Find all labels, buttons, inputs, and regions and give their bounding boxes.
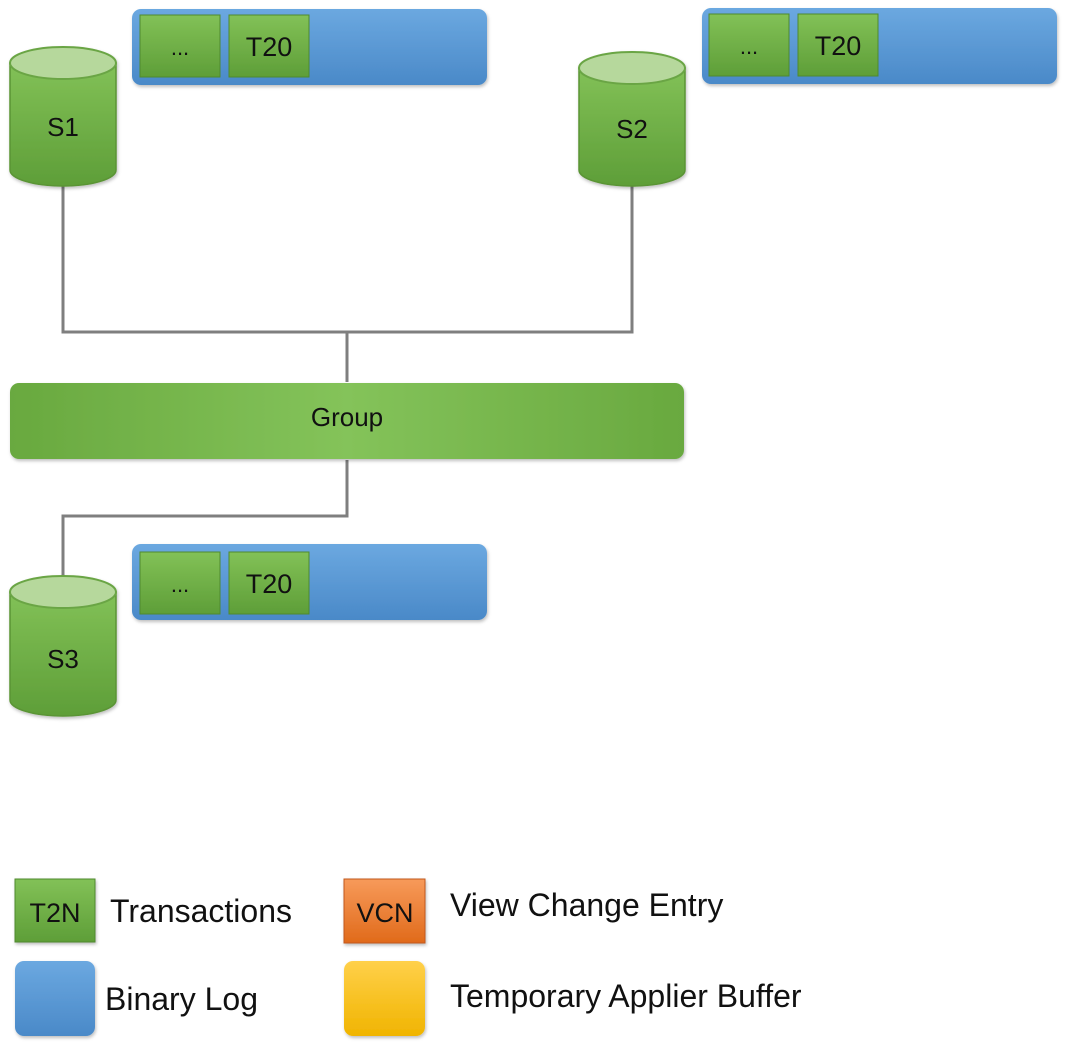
legend: T2N Transactions VCN View Change Entry B… <box>14 878 802 1036</box>
log-entry <box>139 14 221 78</box>
server-s1-database-icon <box>9 46 117 187</box>
connectors <box>61 185 634 578</box>
log-entry <box>797 13 879 77</box>
legend-view-change-swatch <box>343 878 426 944</box>
legend-binary-log-swatch <box>15 961 95 1036</box>
server-label: S1 <box>47 112 79 142</box>
log-entry-label: T20 <box>246 569 293 599</box>
group-label: Group <box>311 402 383 432</box>
log-entry <box>228 551 310 615</box>
server-label: S3 <box>47 644 79 674</box>
log-entry <box>139 551 221 615</box>
legend-transactions-swatch <box>14 878 96 943</box>
log-entry <box>708 13 790 77</box>
legend-temp-buffer-swatch <box>344 961 425 1036</box>
legend-temp-buffer-text: Temporary Applier Buffer <box>450 978 802 1014</box>
connector-s1-group <box>61 185 349 382</box>
log-entry-label: ... <box>171 572 189 597</box>
log-entry-label: ... <box>171 35 189 60</box>
server-label: S2 <box>616 114 648 144</box>
legend-transactions-swatch-label: T2N <box>29 898 80 928</box>
connector-group-s3 <box>61 460 349 578</box>
log-entry-label: T20 <box>246 32 293 62</box>
binary-log-s3 <box>132 544 487 620</box>
binary-log-s2 <box>702 8 1057 84</box>
binary-log-s1 <box>132 9 487 85</box>
legend-view-change-swatch-label: VCN <box>356 898 413 928</box>
connector-s2-group <box>347 185 634 334</box>
log-entry <box>228 14 310 78</box>
server-s2-database-icon <box>578 51 686 187</box>
legend-view-change-text: View Change Entry <box>450 887 723 923</box>
log-entry-label: T20 <box>815 31 862 61</box>
server-s3-database-icon <box>9 575 117 717</box>
legend-transactions-text: Transactions <box>110 893 292 929</box>
log-entry-label: ... <box>740 34 758 59</box>
legend-binary-log-text: Binary Log <box>105 981 258 1017</box>
group-bar <box>10 383 684 459</box>
